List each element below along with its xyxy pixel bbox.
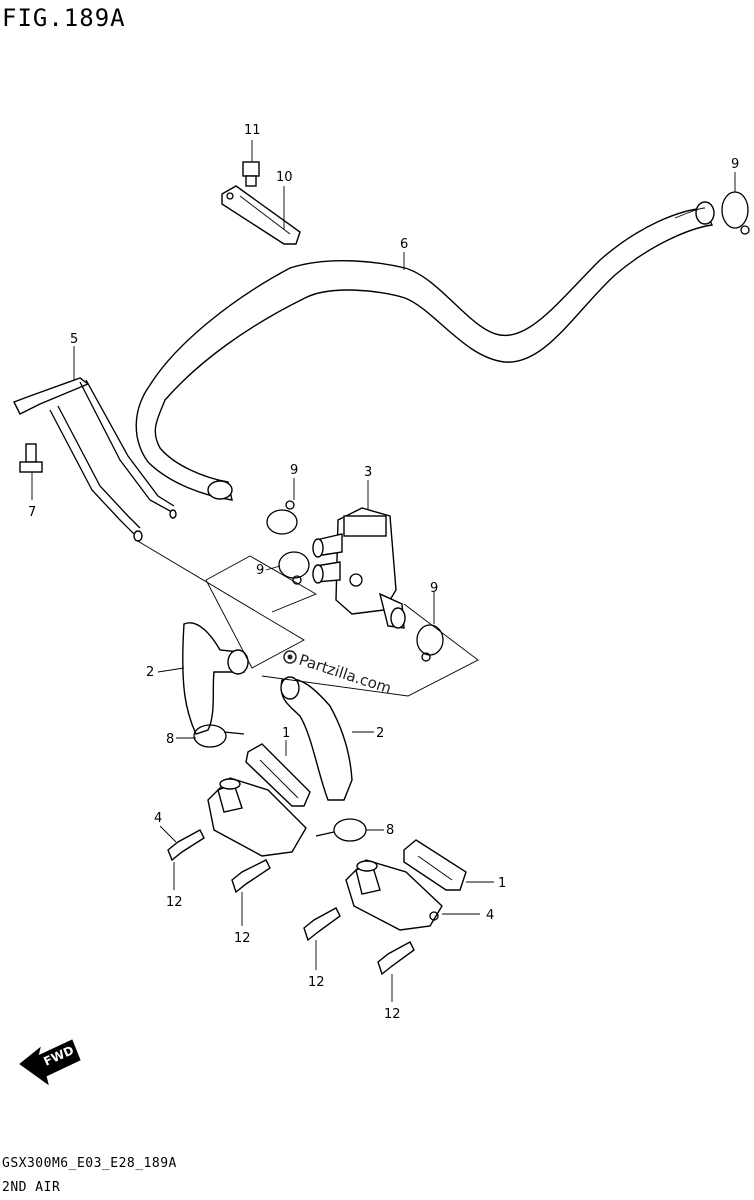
part-9-clamp-top-right[interactable] — [721, 191, 750, 235]
part-7-bolt[interactable] — [19, 443, 43, 473]
part-12-bolt-c[interactable] — [303, 907, 341, 942]
callout-8-left: 8 — [166, 732, 174, 747]
part-9-clamp-valve-right[interactable] — [416, 624, 444, 662]
part-12-bolt-b[interactable] — [231, 859, 271, 894]
fwd-arrow-icon — [19, 1039, 81, 1086]
callout-5: 5 — [70, 332, 78, 347]
part-11-bolt[interactable] — [242, 161, 260, 187]
fwd-arrow-badge: FWD — [19, 1039, 81, 1086]
callout-12-d: 12 — [384, 1007, 401, 1022]
footer-name: 2ND AIR — [2, 1180, 61, 1195]
part-2-hose-right[interactable] — [280, 676, 353, 801]
part-2-hose-left[interactable] — [182, 622, 249, 735]
part-6-hose[interactable] — [135, 201, 715, 501]
part-12-bolt-d[interactable] — [377, 941, 415, 976]
callout-1-left: 1 — [282, 726, 290, 741]
part-5-pipe-assembly[interactable] — [13, 377, 177, 542]
callout-12-a: 12 — [166, 895, 183, 910]
callout-9-top: 9 — [731, 157, 739, 172]
callout-4-right: 4 — [486, 908, 494, 923]
callout-9-valve-right: 9 — [430, 581, 438, 596]
part-9-clamp-valve-middle[interactable] — [278, 551, 310, 585]
part-9-clamp-valve-upper[interactable] — [266, 500, 298, 535]
watermark-circle-icon — [283, 650, 297, 664]
figure-title: FIG.189A — [2, 4, 126, 32]
callout-9-valve-upper: 9 — [290, 463, 298, 478]
reference-outline-left — [135, 539, 318, 669]
callout-4-left: 4 — [154, 811, 162, 826]
callout-8-right: 8 — [386, 823, 394, 838]
part-1-reed-plate-left[interactable] — [245, 743, 311, 807]
part-10-bracket[interactable] — [221, 185, 301, 245]
callout-12-b: 12 — [234, 931, 251, 946]
callout-1-right: 1 — [498, 876, 506, 891]
part-4-cover-left[interactable] — [207, 777, 307, 857]
part-12-bolt-a[interactable] — [167, 829, 205, 862]
callout-6: 6 — [400, 237, 408, 252]
callout-7: 7 — [28, 505, 36, 520]
part-1-reed-plate-right[interactable] — [403, 839, 467, 891]
part-8-clamp-right[interactable] — [315, 818, 367, 842]
callout-11: 11 — [244, 123, 261, 138]
callout-2-right: 2 — [376, 726, 384, 741]
callout-3: 3 — [364, 465, 372, 480]
callout-10: 10 — [276, 170, 293, 185]
callout-12-c: 12 — [308, 975, 325, 990]
leader-lines — [31, 140, 736, 1002]
part-8-clamp-left[interactable] — [193, 724, 245, 748]
callout-9-valve-middle: 9 — [256, 563, 264, 578]
reference-outline-right — [261, 603, 479, 697]
footer-code: GSX300M6_E03_E28_189A — [2, 1156, 177, 1171]
part-3-reed-valve[interactable] — [312, 507, 406, 629]
callout-2-left: 2 — [146, 665, 154, 680]
part-4-cover-right[interactable] — [345, 859, 443, 931]
